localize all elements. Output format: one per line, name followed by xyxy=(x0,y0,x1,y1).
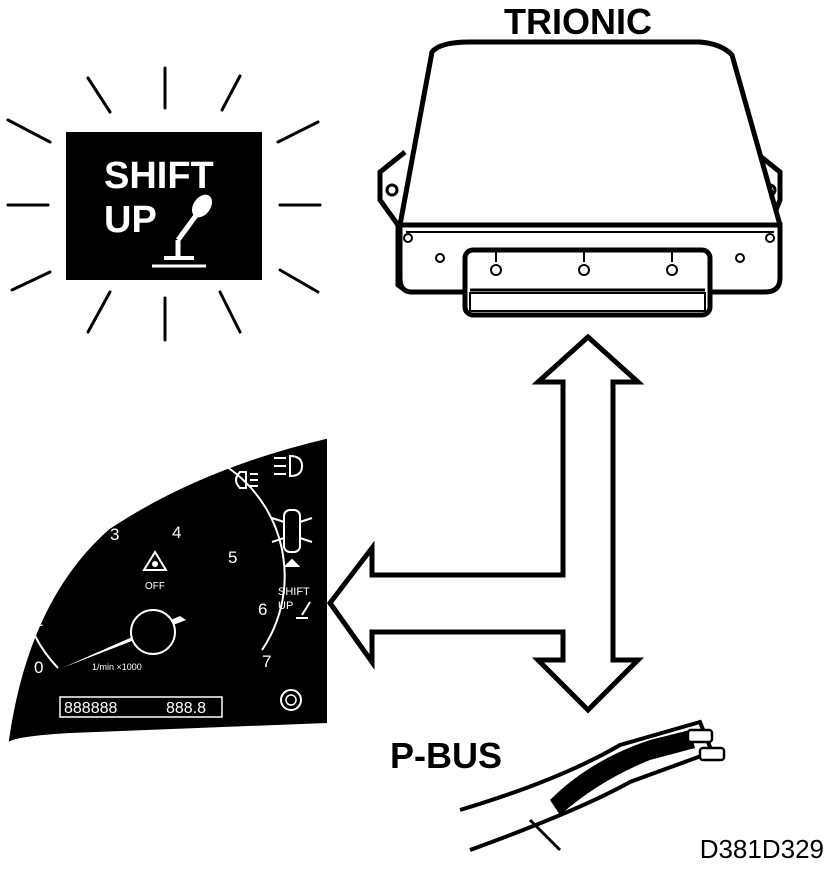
shift-up-line2: UP xyxy=(104,199,157,241)
figure-code: D381D329 xyxy=(700,834,824,864)
tach-unit: 1/min ×1000 xyxy=(92,662,142,672)
trionic-ecu: TRIONIC xyxy=(377,1,783,318)
shift-up-indicator: SHIFT UP xyxy=(6,66,322,342)
tach-tick-7: 7 xyxy=(262,652,271,671)
instrument-cluster: 0 1 2 3 4 5 6 7 1/min ×1000 OFF xyxy=(8,438,327,742)
gear-lever-icon xyxy=(152,194,213,268)
tcs-warning-icon: OFF xyxy=(142,550,168,592)
ecu-title: TRIONIC xyxy=(504,1,652,42)
tach-tick-4: 4 xyxy=(172,523,181,542)
cluster-gear-lever-icon xyxy=(296,601,311,619)
p-bus-cable: P-BUS xyxy=(390,719,726,852)
light-rays xyxy=(6,66,322,342)
cluster-shift-line2: UP xyxy=(278,600,293,612)
tach-tick-3: 3 xyxy=(110,525,119,544)
tach-tick-2: 2 xyxy=(58,556,67,575)
tach-tick-5: 5 xyxy=(228,548,237,567)
cluster-shift-line1: SHIFT xyxy=(278,586,310,598)
door-open-icon xyxy=(271,509,313,567)
data-flow-arrows xyxy=(326,333,645,714)
tcs-off-label: OFF xyxy=(145,581,165,592)
trip-display: 888.8 xyxy=(166,700,206,717)
bus-label: P-BUS xyxy=(390,735,502,776)
tach-tick-0: 0 xyxy=(34,658,43,677)
shift-up-line1: SHIFT xyxy=(104,155,214,197)
headlight-icon xyxy=(274,454,304,478)
tach-tick-6: 6 xyxy=(258,600,267,619)
fog-light-icon xyxy=(235,471,258,489)
odometer-display: 888888 xyxy=(64,700,117,717)
reset-knob xyxy=(280,689,302,711)
tach-tick-1: 1 xyxy=(34,611,43,630)
